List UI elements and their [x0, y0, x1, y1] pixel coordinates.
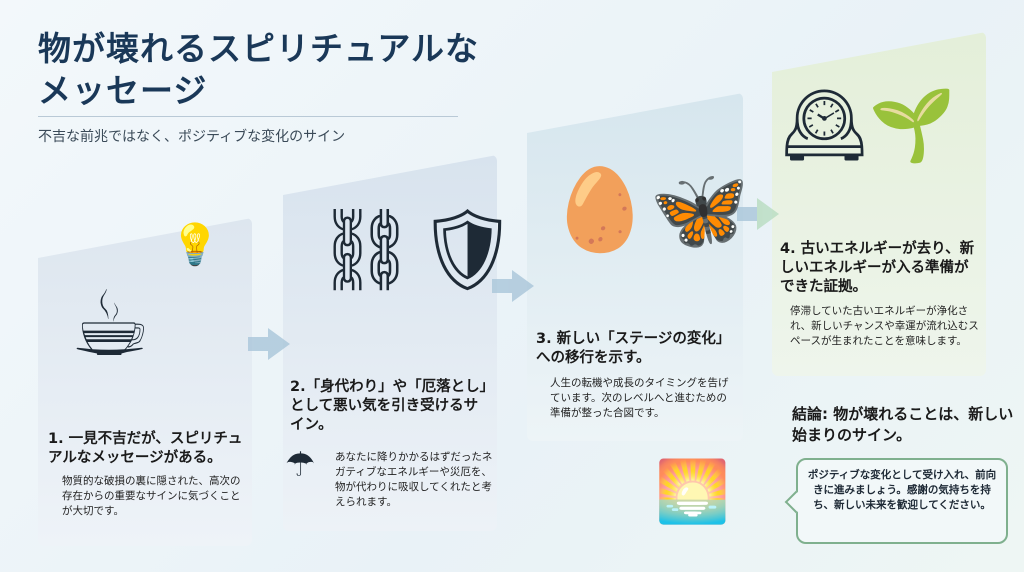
arrow-icon: [492, 270, 534, 302]
step-2-heading: 2.「身代わり」や「厄落とし」として悪い気を引き受けるサイン。: [290, 379, 487, 433]
step-4-panel: [772, 32, 986, 376]
step-2-panel: [283, 155, 497, 531]
subtitle: 不吉な前兆ではなく、ポジティブな変化のサイン: [38, 129, 346, 145]
step-1-panel: [38, 218, 252, 546]
conclusion-heading: 結論: 物が壊れることは、新しい始まりのサイン。: [792, 405, 1014, 444]
clock-sprout-icon: 🕰🌱: [780, 84, 957, 166]
divider: [38, 116, 458, 117]
arrow-icon: [248, 328, 290, 360]
step-2-body: あなたに降りかかるはずだったネガティブなエネルギーや災厄を、物が代わりに吸収して…: [335, 451, 493, 508]
step-4-heading: 4. 古いエネルギーが去り、新しいエネルギーが入る準備ができた証拠。: [780, 241, 975, 295]
title-line-2: メッセージ: [38, 71, 208, 110]
title-line-1: 物が壊れるスピリチュアルな: [38, 29, 480, 68]
arrow-icon: [737, 198, 779, 230]
step-3-heading: 3. 新しい「ステージの変化」への移行を示す。: [536, 331, 731, 366]
step-3-body: 人生の転機や成長のタイミングを告げています。次のレベルへと進むための準備が整った…: [550, 377, 729, 419]
step-1-heading: 1. 一見不吉だが、スピリチュアルなメッセージがある。: [48, 431, 243, 466]
page-title: 物が壊れるスピリチュアルなメッセージ: [38, 28, 479, 112]
step-3-panel: [527, 93, 743, 441]
step-4-body: 停滞していた古いエネルギーが浄化され、新しいチャンスや幸運が流れ込むスペースが生…: [790, 305, 979, 347]
lightbulb-question-icon: 💡: [170, 222, 220, 268]
cocoon-butterfly-icon: 🥚🦋: [550, 163, 750, 256]
gate-sunrise-icon: 🌅: [655, 457, 730, 527]
conclusion-bubble: ポジティブな変化として受け入れ、前向きに進みましょう。感謝の気持ちを持ち、新しい…: [796, 458, 1008, 544]
step-1-body: 物質的な破損の裏に隠された、高次の存在からの重要なサインに気づくことが大切です。: [62, 475, 241, 517]
umbrella-shield-icon: ☂: [285, 445, 316, 485]
cracked-mug-icon: ☕: [70, 272, 151, 377]
broken-chain-shield-icon: ⛓🛡: [315, 203, 519, 296]
